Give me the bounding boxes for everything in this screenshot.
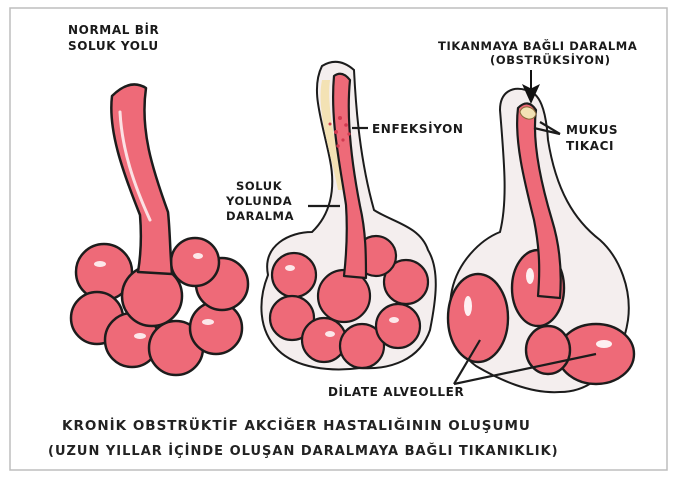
label-enfeksiyon: ENFEKSİYON [372,121,464,136]
normal-title-line1: NORMAL BİR [68,22,159,37]
label-daralma-line3: DARALMA [226,209,294,223]
label-mukus-line1: MUKUS [566,123,618,137]
caption-line2: (UZUN YILLAR İÇİNDE OLUŞAN DARALMAYA BAĞ… [48,443,559,459]
label-daralma-line1: SOLUK [236,179,283,193]
caption-line1: KRONİK OBSTRÜKTİF AKCİĞER HASTALIĞININ O… [62,416,531,434]
normal-title-line2: SOLUK YOLU [68,39,159,53]
label-dilate-alveoller: DİLATE ALVEOLLER [328,384,464,399]
label-obstruction-line1: TIKANMAYA BAĞLI DARALMA [438,38,637,53]
label-mukus-line2: TIKACI [566,139,614,153]
label-daralma-line2: YOLUNDA [225,194,292,208]
label-obstruction-line2: (OBSTRÜKSİYON) [490,52,611,67]
